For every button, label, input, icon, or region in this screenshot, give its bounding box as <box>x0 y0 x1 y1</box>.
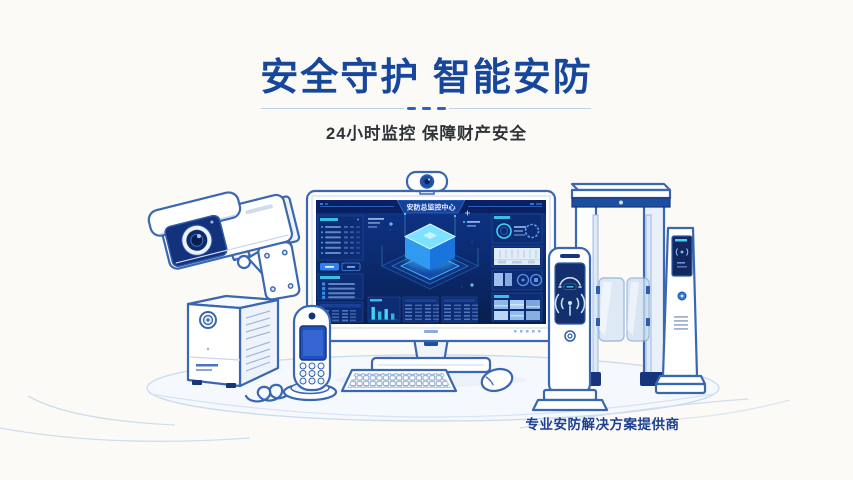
nvr-vents <box>245 310 271 372</box>
access-control-pedestal <box>654 226 707 395</box>
reader-broadcast-icon <box>554 293 586 316</box>
page-title: 安全守护 智能安防 <box>260 57 593 99</box>
cctv-camera <box>147 191 301 301</box>
webcam <box>405 170 449 195</box>
monitor-bezel-icons <box>514 330 541 333</box>
monitoring-dashboard: 安防总监控中心 <box>316 200 546 323</box>
dashboard-hologram-cube <box>368 210 480 290</box>
page-subtitle: 24小时监控 保障财产安全 <box>326 125 527 143</box>
dashboard-video-thumbnails <box>494 300 540 320</box>
camera-brand-mark <box>245 204 273 215</box>
pedestal-broadcast-icon <box>675 248 689 256</box>
dashboard-title: 安防总监控中心 <box>407 203 456 212</box>
decorative-swoosh-lines <box>0 395 791 442</box>
gate-glass-panels <box>596 277 650 342</box>
nvr-label <box>196 364 218 367</box>
footer-tagline: 专业安防解决方案提供商 <box>525 417 680 432</box>
camera-wall-plate <box>257 241 301 301</box>
dashboard-right-panels <box>491 213 543 322</box>
monitor-brand-mark <box>424 330 438 333</box>
access-card-reader-pillar <box>531 246 609 412</box>
pedestal-speaker-grille <box>674 316 688 330</box>
title-divider <box>261 107 591 110</box>
reader-signal-dial-icon <box>558 276 582 288</box>
nvr-storage-unit <box>186 294 280 388</box>
surveillance-monitor: 安防总监控中心 <box>305 189 557 343</box>
dashboard-bar-chart <box>367 296 401 323</box>
phone-keypad <box>299 362 325 385</box>
phone-cord <box>244 383 298 403</box>
video-intercom-phone <box>244 304 338 403</box>
dashboard-tables <box>402 296 478 323</box>
keyboard <box>340 368 458 393</box>
mouse <box>480 367 514 393</box>
